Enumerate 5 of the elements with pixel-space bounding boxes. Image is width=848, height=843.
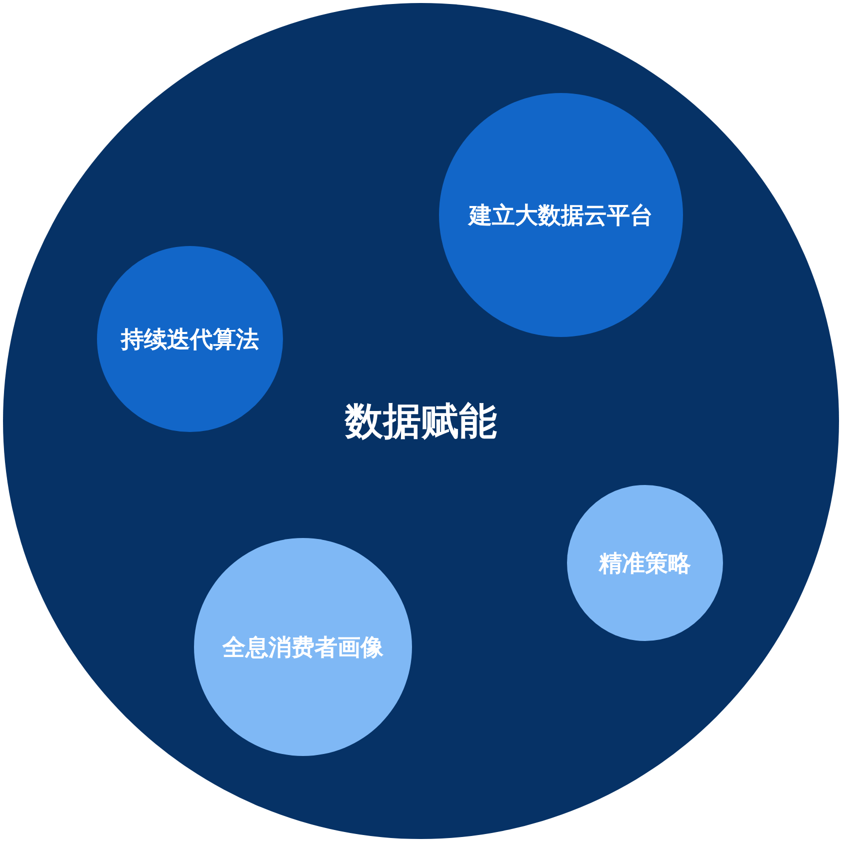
circle-label: 持续迭代算法: [121, 324, 259, 354]
circle-label: 建立大数据云平台: [469, 200, 653, 230]
circle-label: 全息消费者画像: [222, 632, 384, 662]
circle-label: 精准策略: [599, 548, 691, 578]
circle-label: 数据赋能: [345, 400, 497, 444]
